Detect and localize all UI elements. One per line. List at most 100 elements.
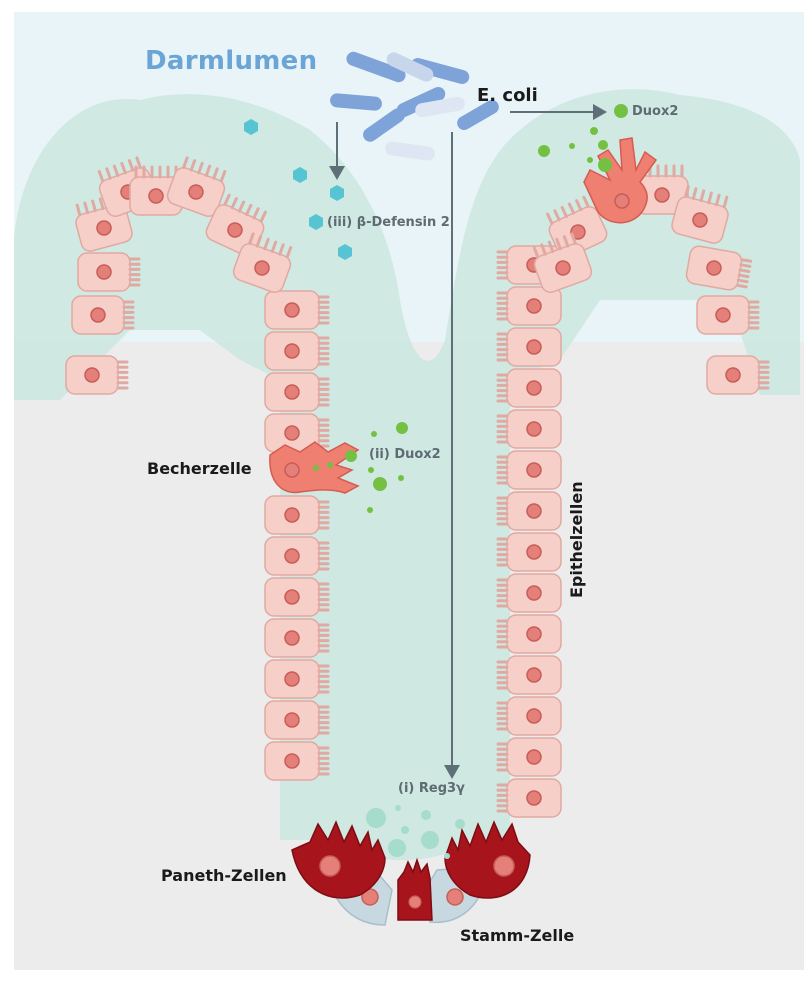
nucleus: [285, 590, 299, 604]
duox-dot-icon: [614, 104, 628, 118]
epithelial-cell: [66, 356, 127, 394]
stem-cell-label: Stamm-Zelle: [460, 926, 574, 945]
nucleus: [615, 194, 629, 208]
duox-dot-icon: [327, 462, 333, 468]
nucleus: [527, 791, 541, 805]
duox-dot-icon: [373, 477, 387, 491]
duox-dot-icon: [371, 431, 377, 437]
reg3-label: (i) Reg3γ: [398, 781, 465, 796]
duox-dot-icon: [368, 467, 374, 473]
epithelial-cell: [498, 697, 561, 735]
nucleus: [85, 368, 99, 382]
nucleus: [527, 340, 541, 354]
nucleus: [285, 344, 299, 358]
epithelium-label: Epithelzellen: [567, 481, 586, 598]
nucleus: [285, 508, 299, 522]
nucleus: [527, 709, 541, 723]
nucleus: [726, 368, 740, 382]
epithelial-cell: [498, 656, 561, 694]
duox-dot-icon: [538, 145, 550, 157]
nucleus: [285, 631, 299, 645]
nucleus: [285, 549, 299, 563]
epithelial-cell: [265, 578, 328, 616]
nucleus: [527, 750, 541, 764]
reg3-dot: [388, 839, 406, 857]
epithelial-cell: [498, 738, 561, 776]
epithelial-cell: [265, 373, 328, 411]
epithelial-cell: [498, 328, 561, 366]
reg3-dot: [395, 805, 401, 811]
reg3-dot: [401, 826, 409, 834]
duox-dot-icon: [345, 450, 357, 462]
nucleus: [285, 713, 299, 727]
duox-dot-icon: [598, 158, 612, 172]
goblet-cell-label: Becherzelle: [147, 459, 252, 478]
epithelial-cell: [498, 492, 561, 530]
nucleus: [527, 422, 541, 436]
nucleus: [527, 668, 541, 682]
reg3-dot: [421, 831, 439, 849]
duox-dot-icon: [313, 465, 319, 471]
duox-dot-icon: [569, 143, 575, 149]
reg3-dot: [421, 810, 431, 820]
nucleus: [527, 504, 541, 518]
nucleus: [285, 754, 299, 768]
reg3-dot: [444, 853, 450, 859]
nucleus: [285, 385, 299, 399]
duox-top-label: Duox2: [632, 104, 678, 119]
epithelial-cell: [498, 779, 561, 817]
nucleus: [527, 627, 541, 641]
lumen-label: Darmlumen: [145, 46, 317, 76]
epithelial-cell: [498, 369, 561, 407]
defensin-label: (iii) β-Defensin 2: [327, 215, 450, 230]
duox-dot-icon: [598, 140, 608, 150]
nucleus: [285, 463, 299, 477]
epithelial-cell: [498, 410, 561, 448]
epithelial-cell: [265, 291, 328, 329]
nucleus: [285, 303, 299, 317]
epithelial-cell: [265, 660, 328, 698]
nucleus: [320, 856, 340, 876]
bacteria-label: E. coli: [477, 85, 538, 106]
epithelial-cell: [265, 537, 328, 575]
nucleus: [91, 308, 105, 322]
duox-mid-label: (ii) Duox2: [369, 447, 441, 462]
nucleus: [527, 463, 541, 477]
epithelial-cell: [78, 253, 139, 291]
nucleus: [527, 299, 541, 313]
epithelial-cell: [265, 496, 328, 534]
nucleus: [655, 188, 669, 202]
nucleus: [527, 586, 541, 600]
duox-dot-icon: [396, 422, 408, 434]
epithelial-cell: [498, 451, 561, 489]
nucleus: [149, 189, 163, 203]
epithelial-cell: [265, 619, 328, 657]
nucleus: [527, 545, 541, 559]
nucleus: [716, 308, 730, 322]
duox-dot-icon: [398, 475, 404, 481]
duox-dot-icon: [590, 127, 598, 135]
nucleus: [97, 265, 111, 279]
epithelial-cell: [498, 533, 561, 571]
epithelial-cell: [72, 296, 133, 334]
duox-dot-icon: [587, 157, 593, 163]
nucleus: [285, 672, 299, 686]
paneth-cells-label: Paneth-Zellen: [161, 866, 287, 885]
nucleus: [409, 896, 421, 908]
nucleus: [494, 856, 514, 876]
reg3-dot: [366, 808, 386, 828]
epithelial-cell: [265, 742, 328, 780]
nucleus: [285, 426, 299, 440]
duox-dot-icon: [367, 507, 373, 513]
epithelial-cell: [707, 356, 768, 394]
nucleus: [527, 381, 541, 395]
epithelial-cell: [697, 296, 758, 334]
nucleus: [447, 889, 463, 905]
reg3-dot: [455, 819, 465, 829]
epithelial-cell: [265, 701, 328, 739]
epithelial-cell: [265, 332, 328, 370]
epithelial-cell: [498, 574, 561, 612]
epithelial-cell: [498, 615, 561, 653]
